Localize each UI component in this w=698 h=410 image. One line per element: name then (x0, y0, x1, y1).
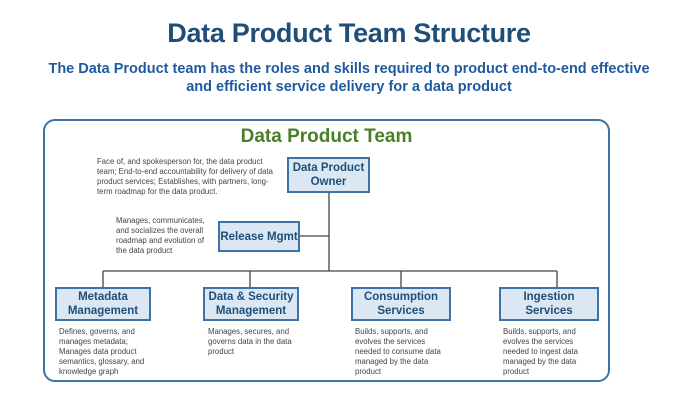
page-subtitle: The Data Product team has the roles and … (48, 61, 650, 95)
release-mgmt-box: Release Mgmt (218, 221, 300, 252)
page-title: Data Product Team Structure (167, 18, 531, 48)
metadata-management-label: Metadata Management (67, 291, 139, 317)
data-security-management-label: Data & Security Management (208, 291, 294, 317)
data-product-owner-label: Data Product Owner (292, 162, 365, 188)
release-mgmt-label: Release Mgmt (220, 230, 298, 243)
data-product-owner-box: Data Product Owner (287, 157, 370, 193)
ingestion-services-box: Ingestion Services (499, 287, 599, 321)
release-mgmt-description: Manages, communicates, and socializes th… (116, 216, 205, 255)
team-title: Data Product Team (240, 126, 413, 147)
consumption-services-box: Consumption Services (351, 287, 451, 321)
metadata-management-box: Metadata Management (55, 287, 151, 321)
consumption-services-description: Builds, supports, and evolves the servic… (355, 327, 441, 376)
consumption-services-label: Consumption Services (363, 291, 439, 317)
ingestion-services-description: Builds, supports, and evolves the servic… (503, 327, 578, 376)
team-frame (43, 119, 610, 382)
ingestion-services-label: Ingestion Services (523, 291, 575, 317)
data-security-management-box: Data & Security Management (203, 287, 299, 321)
data-security-management-description: Manages, secures, and governs data in th… (208, 327, 292, 356)
data-product-owner-description: Face of, and spokesperson for, the data … (97, 157, 273, 196)
metadata-management-description: Defines, governs, and manages metadata; … (59, 327, 145, 376)
